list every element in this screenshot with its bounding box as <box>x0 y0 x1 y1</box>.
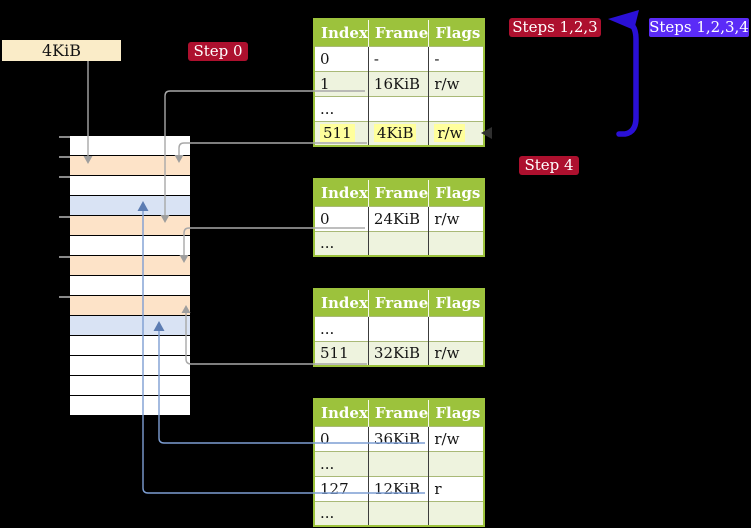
table-cell: 4KiB <box>367 120 429 146</box>
column-header: Flags <box>428 399 484 426</box>
table-cell <box>367 500 429 526</box>
column-header: Index <box>314 179 369 206</box>
column-header: Index <box>314 19 369 46</box>
table-row: ... <box>314 315 484 341</box>
memory-frame-row-blue <box>70 315 190 335</box>
table-cell: 32KiB <box>367 340 429 366</box>
arrowhead <box>608 10 639 30</box>
highlighted-value: r/w <box>434 124 466 143</box>
column-header: Frame <box>367 179 429 206</box>
table-cell: ... <box>314 315 369 341</box>
table-cell <box>367 230 429 256</box>
frame-size-box: 4KiB <box>2 40 121 61</box>
highlighted-value: 511 <box>320 124 355 143</box>
memory-frame-row-white <box>70 395 190 415</box>
column-header: Flags <box>428 289 484 316</box>
memory-tick <box>59 176 70 178</box>
table-cell: ... <box>314 95 369 121</box>
memory-frame-row-peach <box>70 295 190 315</box>
table-cell: ... <box>314 500 369 526</box>
table-cell: - <box>428 45 484 71</box>
table-row: ... <box>314 500 484 526</box>
table-cell <box>367 315 429 341</box>
table-cell: r/w <box>428 340 484 366</box>
table-cell: r/w <box>428 70 484 96</box>
memory-tick <box>59 296 70 298</box>
table-cell <box>428 230 484 256</box>
step4-label: Step 4 <box>519 156 579 175</box>
memory-column <box>70 135 190 416</box>
memory-frame-row-white <box>70 275 190 295</box>
table-cell <box>367 450 429 476</box>
step0-label: Step 0 <box>188 42 248 61</box>
memory-frame-row-white <box>70 375 190 395</box>
table-cell: 0 <box>314 425 369 451</box>
table-cell: r/w <box>428 120 484 146</box>
table-cell: r/w <box>428 205 484 231</box>
memory-frame-row-white <box>70 335 190 355</box>
steps-loop-arrow <box>608 10 639 137</box>
table-cell: - <box>367 45 429 71</box>
memory-frame-row-peach <box>70 155 190 175</box>
column-header: Frame <box>367 19 429 46</box>
table-row: 511 4KiB r/w <box>314 120 484 146</box>
table-cell: 1 <box>314 70 369 96</box>
table-cell: r <box>428 475 484 501</box>
table-cell: 511 <box>314 340 369 366</box>
memory-frame-row-white <box>70 355 190 375</box>
steps123-label: Steps 1,2,3 <box>509 18 601 37</box>
table-cell: 16KiB <box>367 70 429 96</box>
memory-frame-row-white <box>70 175 190 195</box>
memory-tick <box>59 156 70 158</box>
table-cell <box>367 95 429 121</box>
memory-frame-row-blue <box>70 195 190 215</box>
table-cell: ... <box>314 230 369 256</box>
table-row: ... <box>314 230 484 256</box>
table-cell: 12KiB <box>367 475 429 501</box>
table-cell: r/w <box>428 425 484 451</box>
memory-frame-row-white <box>70 235 190 255</box>
memory-frame-row-peach <box>70 215 190 235</box>
table-cell <box>428 450 484 476</box>
highlighted-value: 4KiB <box>373 124 417 143</box>
memory-frame-row-peach <box>70 255 190 275</box>
table-cell: 511 <box>314 120 369 146</box>
table-cell <box>428 500 484 526</box>
column-header: Flags <box>428 19 484 46</box>
column-header: Flags <box>428 179 484 206</box>
memory-tick <box>59 216 70 218</box>
memory-frame-row-white <box>70 135 190 155</box>
column-header: Index <box>314 399 369 426</box>
memory-tick <box>59 256 70 258</box>
table-cell: ... <box>314 450 369 476</box>
table-row: ... <box>314 95 484 121</box>
table-cell: 36KiB <box>367 425 429 451</box>
table-row: 0-- <box>314 45 484 71</box>
column-header: Frame <box>367 289 429 316</box>
column-header: Index <box>314 289 369 316</box>
table-cell: 0 <box>314 205 369 231</box>
table-cell <box>428 315 484 341</box>
table-cell: 0 <box>314 45 369 71</box>
steps1234-label: Steps 1,2,3,4 <box>649 18 749 37</box>
table-row: ... <box>314 450 484 476</box>
table-cell: 127 <box>314 475 369 501</box>
table-cell: 24KiB <box>367 205 429 231</box>
table-cell <box>428 95 484 121</box>
memory-tick <box>59 136 70 138</box>
column-header: Frame <box>367 399 429 426</box>
